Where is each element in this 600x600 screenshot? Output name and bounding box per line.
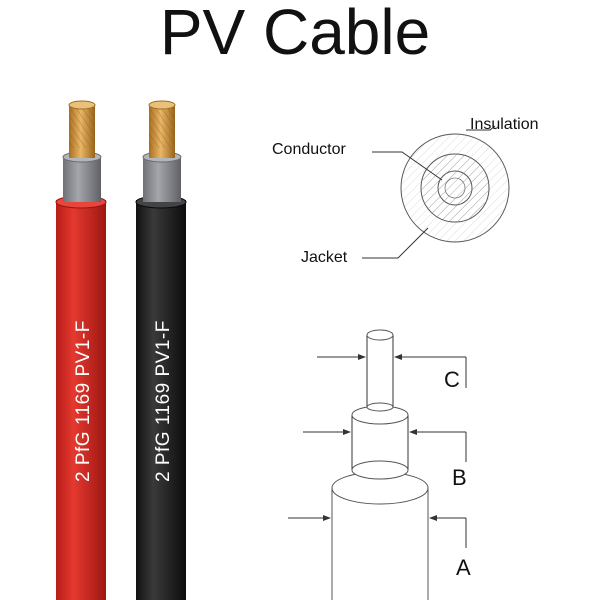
dimension-b-label: B bbox=[452, 465, 467, 490]
jacket-label: Jacket bbox=[301, 249, 348, 266]
page-title: PV Cable bbox=[160, 0, 430, 68]
conductor-label: Conductor bbox=[272, 141, 346, 158]
jacket-outline bbox=[331, 488, 429, 600]
red-cable-marking: 2 PfG 1169 PV1-F bbox=[73, 320, 94, 482]
dimension-drawing: C B A bbox=[288, 329, 471, 600]
red-cable-jacket bbox=[56, 200, 106, 600]
black-cable-marking: 2 PfG 1169 PV1-F bbox=[153, 320, 174, 482]
jacket-leader-line bbox=[362, 227, 429, 259]
black-cable-jacket bbox=[136, 200, 186, 600]
red-cable: 2 PfG 1169 PV1-F bbox=[55, 100, 107, 600]
dimension-c-label: C bbox=[444, 367, 460, 392]
black-cable: 2 PfG 1169 PV1-F bbox=[135, 100, 187, 600]
conductor-outline bbox=[366, 335, 394, 407]
conductor-leader-line bbox=[372, 151, 443, 181]
cross-section: Conductor Insulation Jacket bbox=[272, 116, 539, 266]
dimension-a-label: A bbox=[456, 555, 471, 580]
insulation-leader-line bbox=[466, 125, 496, 131]
insulation-label: Insulation bbox=[470, 116, 539, 133]
